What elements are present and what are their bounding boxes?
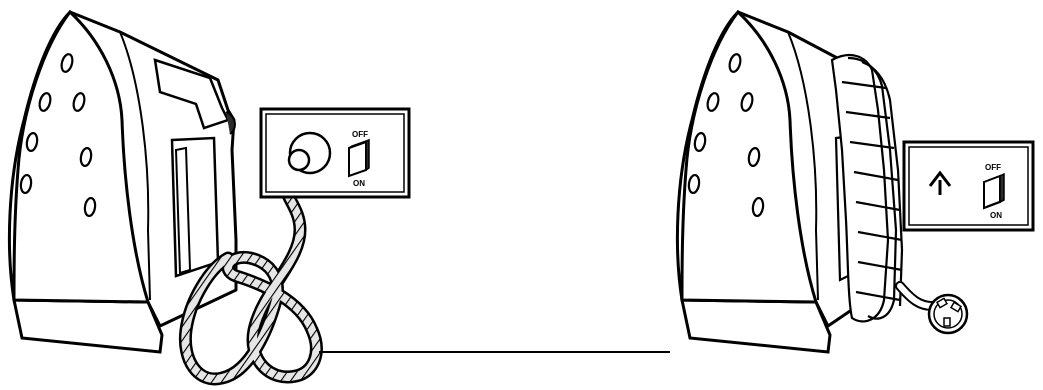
steam-hole (751, 196, 765, 218)
iron-left (7, 9, 238, 354)
steam-hole (60, 53, 74, 73)
loose-plug (895, 281, 969, 335)
steam-hole (83, 196, 97, 218)
steam-hole (38, 92, 52, 112)
steam-hole (693, 131, 707, 153)
steam-hole (706, 92, 720, 112)
wall-socket-left: OFF ON (259, 107, 411, 199)
iron-right (675, 9, 969, 354)
steam-hole (728, 53, 742, 73)
cord-left (178, 148, 323, 386)
switch-right: OFF ON (983, 163, 1005, 220)
switch-on-label: ON (353, 179, 365, 188)
arrow-up-unplug-icon (928, 170, 952, 195)
steam-hole (747, 146, 761, 168)
steam-hole (19, 173, 33, 195)
steam-hole (72, 92, 86, 112)
steam-hole (687, 173, 701, 195)
steam-hole (740, 92, 754, 112)
steam-hole (25, 131, 39, 153)
wall-socket-right: OFF ON (902, 140, 1035, 232)
switch-off-label: OFF (352, 130, 368, 139)
switch-off-label: OFF (985, 163, 1001, 172)
switch-on-label: ON (990, 211, 1002, 220)
wrapped-cord (830, 53, 904, 323)
steam-hole (79, 146, 93, 168)
switch-left: OFF ON (348, 130, 370, 188)
